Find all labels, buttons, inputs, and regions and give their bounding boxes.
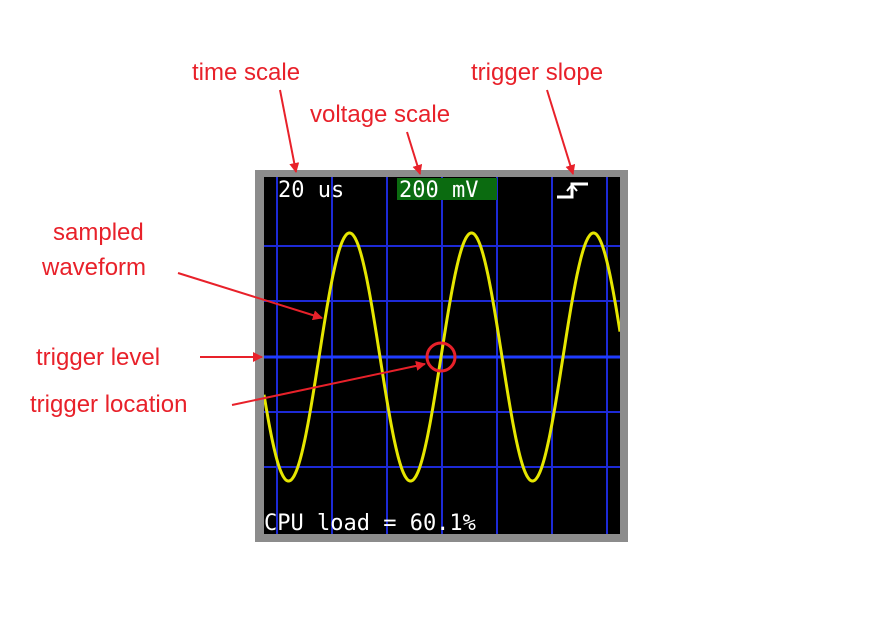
label-sampled-waveform-line2: waveform <box>41 254 146 281</box>
label-trigger-slope: trigger slope <box>471 59 603 86</box>
arrow-sampled-waveform <box>177 272 323 321</box>
annotation-arrows <box>177 89 576 406</box>
sampled-waveform <box>264 231 620 483</box>
label-voltage-scale: voltage scale <box>310 101 450 128</box>
arrow-trigger-slope <box>546 89 576 175</box>
time-scale-value: 20 us <box>278 178 344 203</box>
arrow-time-scale <box>279 89 300 173</box>
cpu-load-readout: CPU load = 60.1% <box>264 511 476 536</box>
trigger-slope-arrow-icon <box>566 183 578 192</box>
arrow-voltage-scale <box>406 131 423 175</box>
trigger-location-marker <box>425 341 457 373</box>
voltage-scale-highlight <box>397 178 497 200</box>
label-sampled-waveform-line1: sampled <box>53 219 144 246</box>
label-time-scale: time scale <box>192 59 300 86</box>
label-trigger-location: trigger location <box>30 391 187 418</box>
trigger-slope-rising-icon <box>557 182 588 199</box>
voltage-scale-value: 200 mV <box>399 178 478 203</box>
label-trigger-level: trigger level <box>36 344 160 371</box>
arrow-trigger-location <box>231 360 426 406</box>
